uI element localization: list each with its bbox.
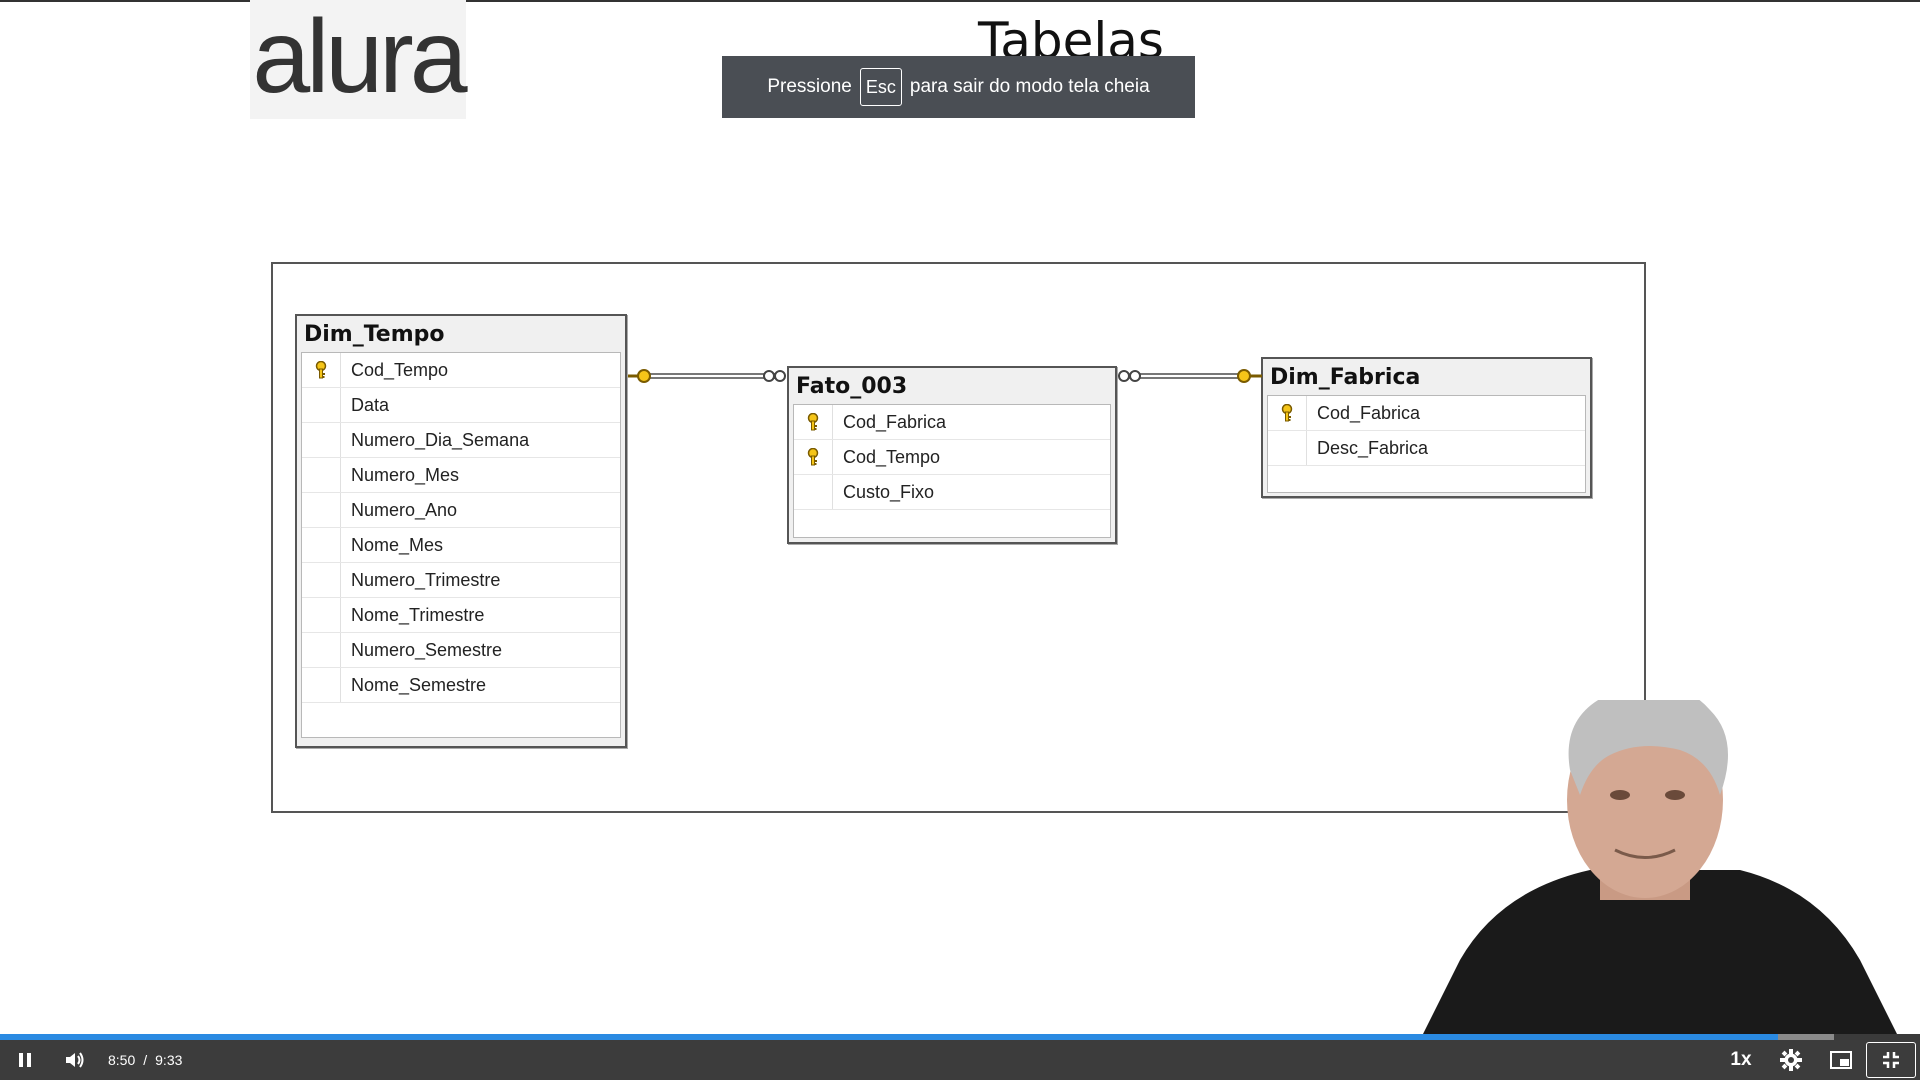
column-row[interactable]: Numero_Semestre [302,633,620,668]
row-selector [302,598,341,632]
table-name: Dim_Tempo [304,322,445,347]
time-separator: / [143,1052,148,1068]
column-name: Numero_Ano [351,499,458,520]
row-selector [302,668,341,702]
column-name: Numero_Dia_Semana [351,429,530,450]
column-row[interactable]: Numero_Trimestre [302,563,620,598]
table-name: Fato_003 [796,374,908,399]
row-selector [302,423,341,457]
column-name: Cod_Fabrica [1317,402,1421,423]
column-name: Numero_Mes [351,464,460,485]
column-row[interactable]: Nome_Mes [302,528,620,563]
column-row[interactable]: Nome_Semestre [302,668,620,703]
row-selector [302,493,341,527]
esc-key-badge: Esc [859,68,902,106]
row-selector [302,563,341,597]
column-name: Desc_Fabrica [1317,437,1429,458]
row-selector [302,388,341,422]
column-name: Nome_Trimestre [351,604,485,625]
pause-button[interactable] [0,1040,50,1080]
column-name: Cod_Fabrica [843,411,947,432]
column-name: Cod_Tempo [351,359,449,380]
column-name: Numero_Semestre [351,639,503,660]
column-row[interactable]: Cod_Fabrica [794,405,1110,440]
row-selector [302,458,341,492]
fullscreen-toast: Pressione Esc para sair do modo tela che… [722,56,1195,118]
column-row[interactable]: Numero_Dia_Semana [302,423,620,458]
exit-fullscreen-icon [1883,1052,1899,1068]
column-row[interactable]: Nome_Trimestre [302,598,620,633]
primary-key-icon [1268,396,1307,430]
column-name: Custo_Fixo [843,481,935,502]
column-row[interactable]: Cod_Fabrica [1268,396,1585,431]
top-border [0,0,1920,2]
picture-in-picture-button[interactable] [1816,1040,1866,1080]
settings-button[interactable] [1766,1040,1816,1080]
row-selector [302,528,341,562]
settings-icon [1780,1049,1802,1071]
relationship-fato-fabrica [1118,369,1262,383]
duration: 9:33 [155,1052,183,1068]
table-name: Dim_Fabrica [1270,365,1421,390]
progress-fill [0,1034,1778,1040]
row-selector [302,633,341,667]
pause-icon [19,1053,31,1067]
speed-button[interactable]: 1x [1730,1049,1752,1070]
exit-fullscreen-button[interactable] [1866,1042,1916,1078]
column-row[interactable]: Custo_Fixo [794,475,1110,510]
primary-key-icon [794,440,833,474]
column-name: Nome_Semestre [351,674,487,695]
volume-button[interactable] [50,1040,100,1080]
presenter-webcam [1420,700,1900,1040]
column-row[interactable]: Data [302,388,620,423]
row-selector [1268,431,1307,465]
row-selector [794,475,833,509]
volume-icon [66,1052,84,1068]
picture-in-picture-icon [1830,1051,1852,1069]
primary-key-icon [302,353,341,387]
alura-logo: alura [250,0,468,119]
column-row[interactable]: Cod_Tempo [302,353,620,388]
column-name: Numero_Trimestre [351,569,501,590]
column-row[interactable]: Cod_Tempo [794,440,1110,475]
column-name: Nome_Mes [351,534,444,555]
logo-text: alura [252,0,467,115]
column-row[interactable]: Numero_Mes [302,458,620,493]
player-controls: 8:50 / 9:33 1x [0,1040,1920,1080]
primary-key-icon [794,405,833,439]
toast-prefix: Pressione [767,76,852,97]
progress-bar[interactable] [0,1034,1920,1040]
toast-suffix: para sair do modo tela cheia [909,76,1150,97]
current-time: 8:50 [108,1052,136,1068]
column-row[interactable]: Desc_Fabrica [1268,431,1585,466]
column-row[interactable]: Numero_Ano [302,493,620,528]
relationship-tempo-fato [628,369,786,383]
column-name: Data [351,394,390,415]
column-name: Cod_Tempo [843,446,941,467]
